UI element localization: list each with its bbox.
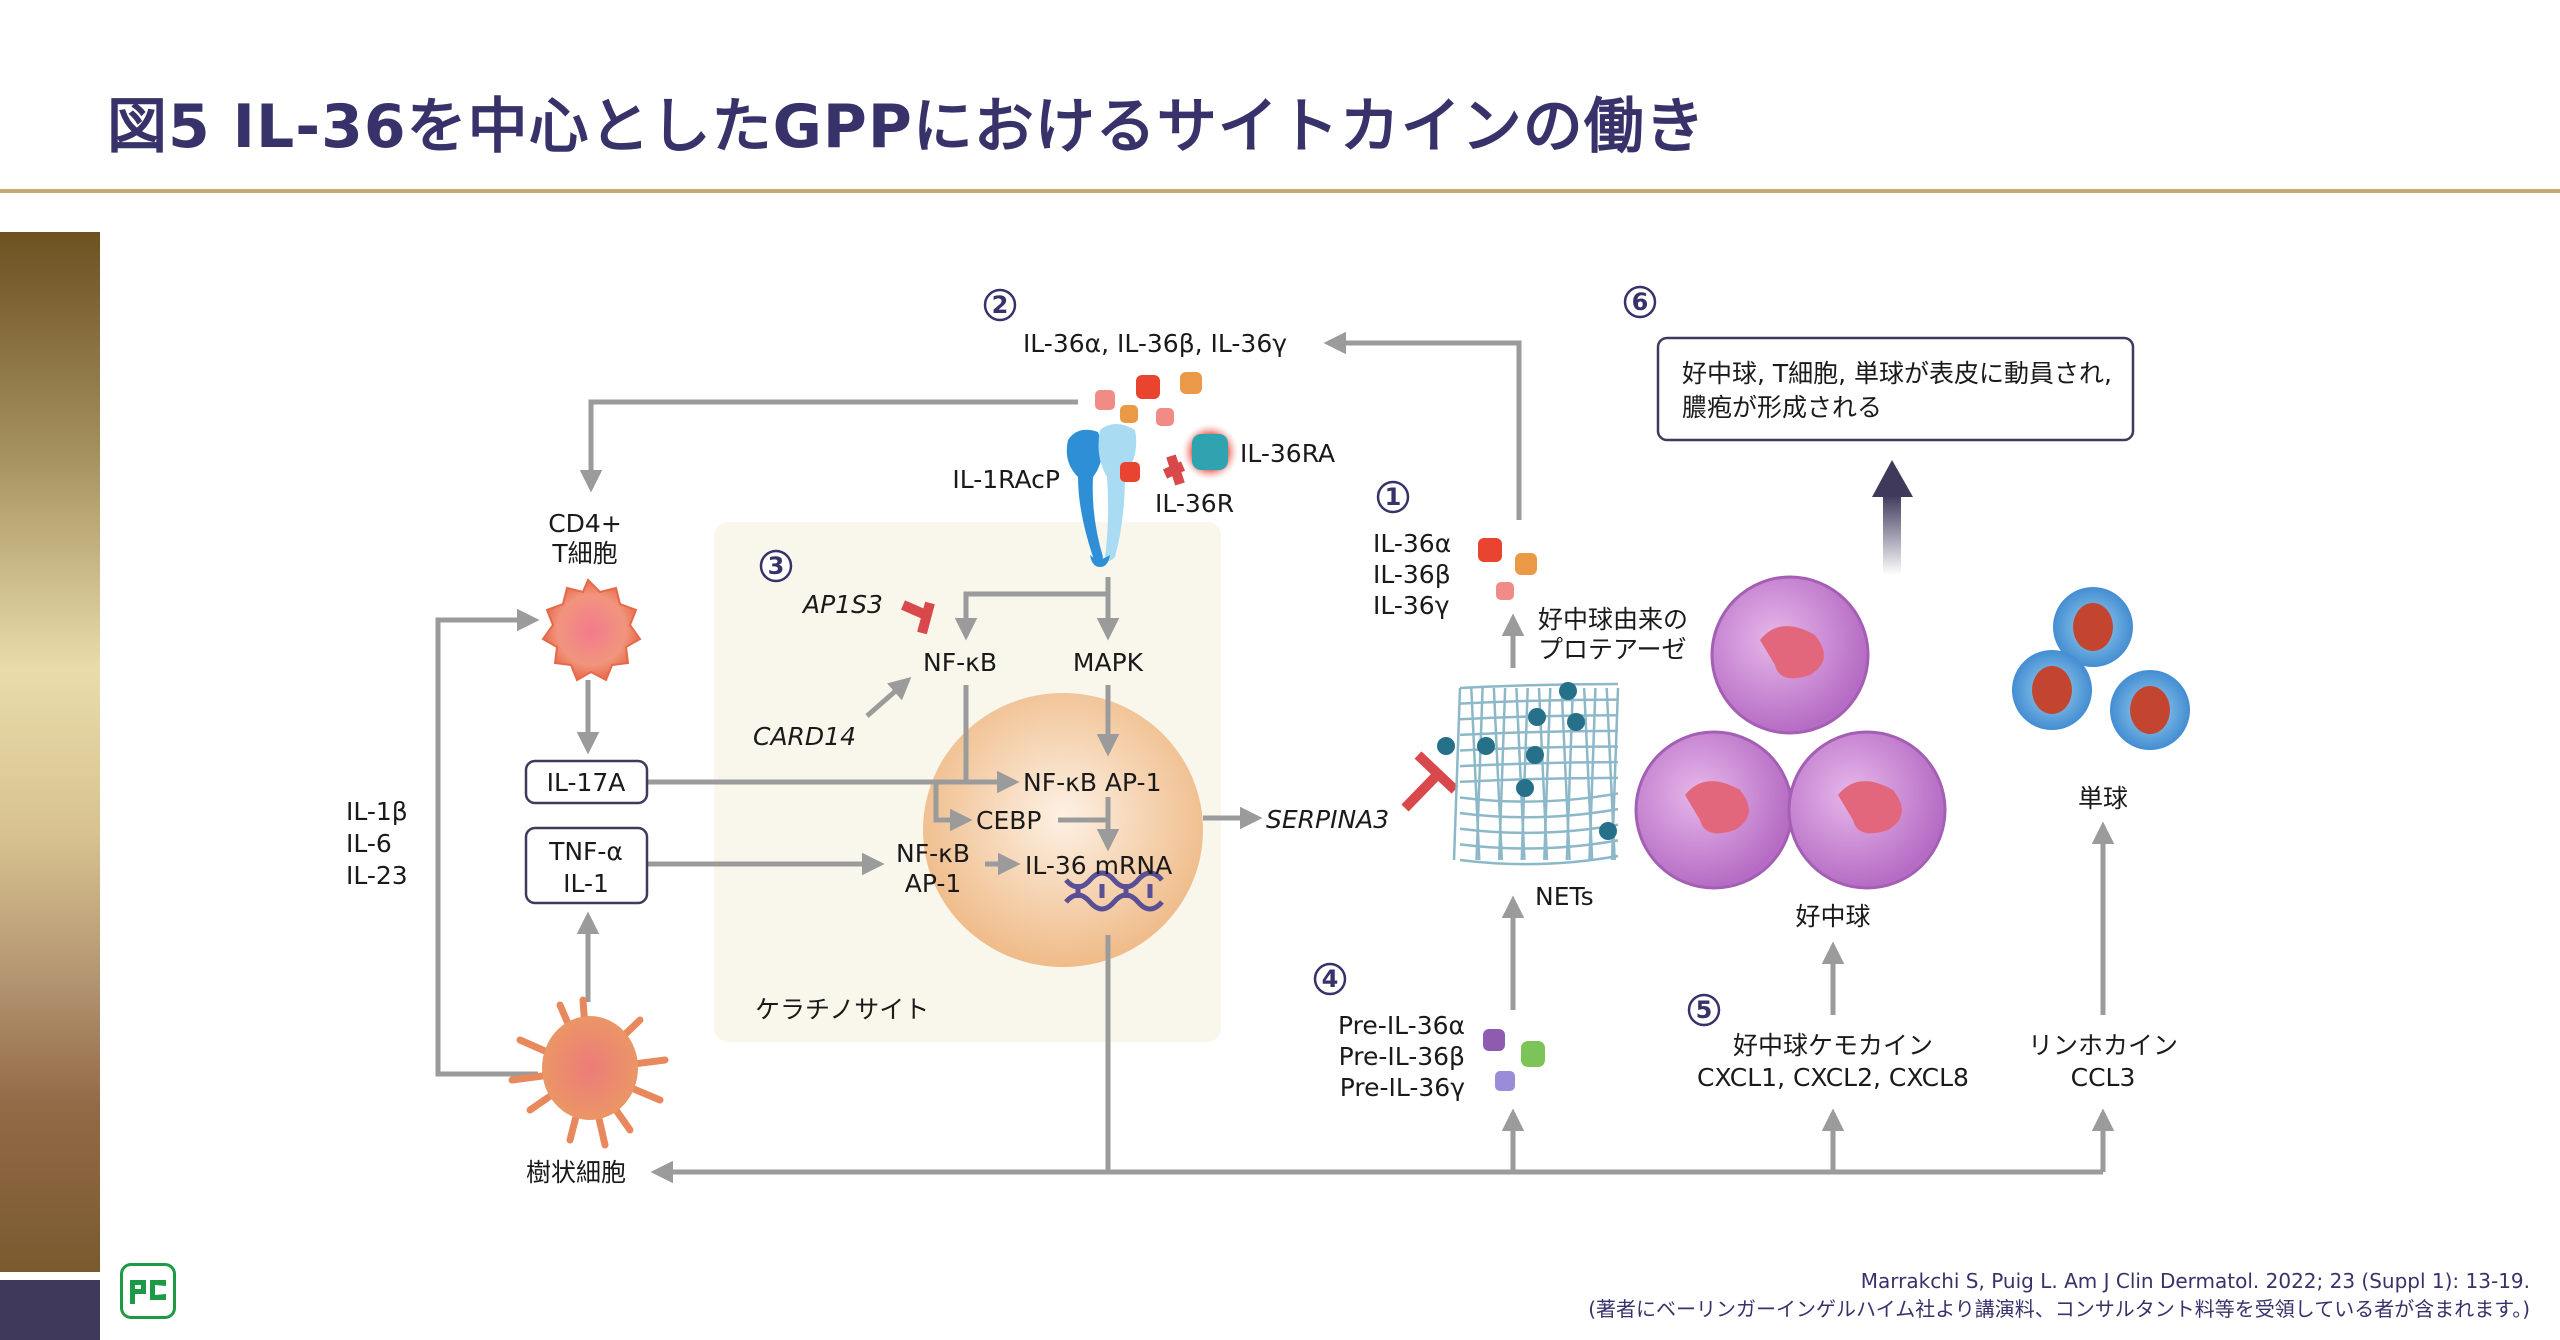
label-outcome-2: 膿疱が形成される — [1682, 393, 1882, 422]
label-il36-alpha: IL-36α — [1373, 529, 1451, 558]
label-serpina3: SERPINA3 — [1266, 805, 1389, 834]
label-il36-family: IL-36α, IL-36β, IL-36γ — [1023, 329, 1287, 358]
label-il36-mrna: IL-36 mRNA — [1025, 851, 1172, 880]
label-lymphokine: リンホカイン — [2028, 1031, 2178, 1060]
dna-icon — [1064, 870, 1164, 912]
label-cd4: CD4+ — [548, 509, 622, 538]
arrow-il36-to-tcell — [579, 399, 1078, 493]
inhibit-il36ra — [1162, 454, 1186, 486]
step-marker-5: 5 — [1687, 993, 1721, 1027]
citation-reference: Marrakchi S, Puig L. Am J Clin Dermatol.… — [1860, 1269, 2530, 1293]
label-t-cell: T細胞 — [551, 539, 617, 568]
svg-text:6: 6 — [1632, 288, 1649, 316]
label-mapk: MAPK — [1073, 648, 1144, 677]
label-nfkb-2: NF-κB — [896, 839, 970, 868]
tnf-il1-box — [524, 826, 649, 905]
label-il36ra: IL-36RA — [1240, 439, 1335, 468]
label-pre-il36-alpha: Pre-IL-36α — [1338, 1011, 1465, 1040]
recruitment-arrow-icon — [1872, 460, 1913, 575]
pc-logo-icon — [130, 1280, 166, 1304]
step-marker-2: 2 — [983, 288, 1017, 322]
inhibit-ap1s3 — [901, 600, 935, 635]
side-decoration-bar — [0, 232, 100, 1272]
step-marker-6: 6 — [1623, 285, 1657, 319]
il36ra-icon — [1180, 422, 1240, 482]
label-il1racp: IL-1RAcP — [952, 465, 1060, 494]
label-nfkb-ap1: NF-κB AP-1 — [1023, 768, 1162, 797]
label-protease-2: プロテアーゼ — [1538, 635, 1687, 664]
label-tnf: TNF-α — [548, 837, 623, 866]
arrow-dc-to-tcell — [435, 608, 540, 1077]
svg-text:4: 4 — [1322, 965, 1339, 993]
step-marker-3: 3 — [759, 549, 793, 583]
label-il1: IL-1 — [563, 869, 609, 898]
label-cebp: CEBP — [976, 806, 1041, 835]
pre-il36-icon — [1483, 1029, 1545, 1091]
label-il17a: IL-17A — [547, 768, 626, 797]
label-neutrophil-chemokine: 好中球ケモカイン — [1733, 1031, 1933, 1060]
label-nets: NETs — [1535, 882, 1594, 911]
label-neutrophil: 好中球 — [1795, 902, 1870, 931]
label-dendritic-cell: 樹状細胞 — [526, 1158, 626, 1187]
step-marker-4: 4 — [1313, 962, 1347, 996]
arrow-receptor-to-nfkb — [954, 577, 1111, 641]
pc-logo — [120, 1263, 176, 1319]
label-card14: CARD14 — [753, 722, 856, 751]
label-keratinocyte: ケラチノサイト — [755, 995, 929, 1024]
nets-mesh-icon — [1437, 682, 1620, 866]
page-title: 図5 IL-36を中心としたGPPにおけるサイトカインの働き — [107, 92, 1706, 162]
title-divider — [0, 189, 2560, 193]
label-outcome-1: 好中球, T細胞, 単球が表皮に動員され, — [1682, 359, 2112, 388]
outcome-box — [1656, 336, 2135, 442]
label-il36-beta: IL-36β — [1373, 560, 1451, 589]
side-decoration-block — [0, 1280, 100, 1340]
cd4-t-cell-icon — [541, 578, 642, 682]
arrow-card14-to-nfkb — [865, 677, 912, 718]
label-il36-gamma: IL-36γ — [1373, 591, 1450, 620]
label-protease-1: 好中球由来の — [1538, 605, 1688, 634]
label-ap1-2: AP-1 — [905, 869, 962, 898]
label-il36r: IL-36R — [1155, 489, 1234, 518]
label-pre-il36-gamma: Pre-IL-36γ — [1340, 1073, 1465, 1102]
svg-text:2: 2 — [992, 291, 1009, 319]
il1racp-il36r-receptor-icon — [1066, 424, 1140, 567]
il17a-box — [524, 759, 649, 805]
svg-text:5: 5 — [1696, 996, 1713, 1024]
svg-text:3: 3 — [768, 552, 785, 580]
label-pre-il36-beta: Pre-IL-36β — [1339, 1042, 1465, 1071]
arrow-release-to-il36 — [1323, 331, 1522, 520]
label-nfkb: NF-κB — [923, 648, 997, 677]
label-ap1s3: AP1S3 — [801, 590, 883, 619]
step-marker-1: 1 — [1376, 480, 1410, 514]
inhibit-serpina3 — [1401, 751, 1459, 812]
label-ccl3: CCL3 — [2071, 1063, 2136, 1092]
citation-block: Marrakchi S, Puig L. Am J Clin Dermatol.… — [1588, 1267, 2530, 1323]
arrow-to-cebp — [933, 782, 973, 832]
neutrophil-icon — [1634, 575, 1947, 890]
monocyte-icon — [2012, 587, 2190, 750]
label-dc-cytokine-3: IL-23 — [346, 861, 408, 890]
il36-cytokine-cluster — [1095, 372, 1202, 426]
il36-released-icon — [1478, 538, 1537, 600]
dendritic-cell-icon — [508, 996, 669, 1149]
label-monocyte: 単球 — [2078, 784, 2128, 813]
label-cxcl: CXCL1, CXCL2, CXCL8 — [1697, 1063, 1969, 1092]
label-dc-cytokine-1: IL-1β — [346, 797, 408, 826]
citation-disclosure: (著者にベーリンガーインゲルハイム社より講演料、コンサルタント料等を受領している… — [1588, 1297, 2530, 1321]
svg-text:1: 1 — [1385, 483, 1402, 511]
label-dc-cytokine-2: IL-6 — [346, 829, 392, 858]
